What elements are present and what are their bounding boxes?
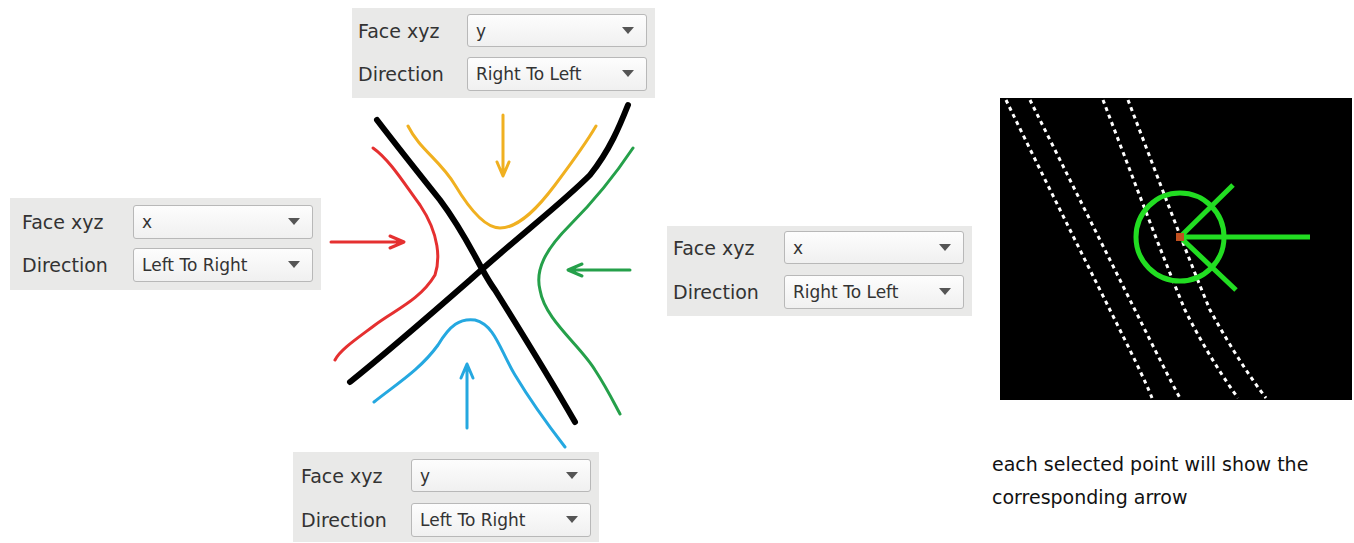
dropdown-box: Right To Left (784, 275, 964, 309)
dropdown-value: Left To Right (420, 510, 525, 530)
dropdown-value: x (142, 212, 152, 232)
dropdown-arrow-shape (288, 218, 300, 225)
white-edge (1030, 100, 1180, 398)
widget-panel: yRight To Left Face xyzDirection (352, 8, 655, 98)
dropdown-value: Right To Left (476, 64, 581, 84)
dropdown-arrow-shape (939, 244, 951, 251)
dropdown-box: x (784, 231, 964, 264)
widget-panel: xLeft To Right Face xyzDirection (10, 198, 321, 290)
yellow-arrow (497, 115, 509, 176)
widget-panel: xRight To Left Face xyzDirection (667, 226, 972, 316)
white-edge (1128, 100, 1266, 398)
dropdown-arrow (939, 288, 951, 296)
dropdown-arrow-shape (288, 261, 300, 268)
field-label: Face xyz (22, 211, 103, 233)
dropdown-arrow-shape (566, 472, 578, 479)
field-label: Direction (301, 509, 387, 531)
dropdown-value: y (420, 466, 430, 486)
white-edge (1006, 100, 1152, 398)
image-panel (1000, 98, 1352, 400)
dropdown-arrow (622, 70, 634, 78)
red-arrow (331, 236, 404, 248)
green-pointer (1180, 185, 1310, 290)
dropdown-arrow (288, 261, 300, 269)
dropdown-box: Left To Right (133, 248, 313, 282)
dropdown-arrow (939, 244, 951, 252)
dropdown-arrow (622, 27, 634, 35)
dropdown-value: Left To Right (142, 255, 247, 275)
dropdown-value: y (476, 21, 486, 41)
dropdown-box: Right To Left (467, 57, 647, 91)
dropdown-box: x (133, 205, 313, 239)
field-label: Face xyz (301, 465, 382, 487)
dropdown-arrow (288, 218, 300, 226)
dropdown-arrow-shape (622, 27, 634, 34)
dropdown-box: y (411, 459, 591, 492)
dropdown-arrow (566, 516, 578, 524)
green-curve (539, 148, 633, 414)
dropdown-box: Left To Right (411, 503, 591, 537)
green-arrow (568, 264, 630, 276)
white-edge (1103, 100, 1238, 398)
field-label: Direction (673, 281, 759, 303)
dropdown-value: Right To Left (793, 282, 898, 302)
dropdown-arrow-shape (622, 70, 634, 77)
dropdown-arrow-shape (939, 288, 951, 295)
field-label: Direction (22, 254, 108, 276)
blue-arrow (461, 364, 473, 428)
dropdown-box: y (467, 14, 647, 47)
widget-panel: yLeft To Right Face xyzDirection (293, 452, 599, 542)
caption: each selected point will show the corres… (992, 448, 1322, 514)
field-label: Face xyz (673, 237, 754, 259)
field-label: Face xyz (358, 20, 439, 42)
blue-curve (374, 320, 565, 447)
dropdown-value: x (793, 238, 803, 258)
dropdown-arrow (566, 472, 578, 480)
red-curve (335, 148, 438, 360)
dropdown-arrow-shape (566, 516, 578, 523)
selected-point (1176, 233, 1184, 241)
field-label: Direction (358, 63, 444, 85)
